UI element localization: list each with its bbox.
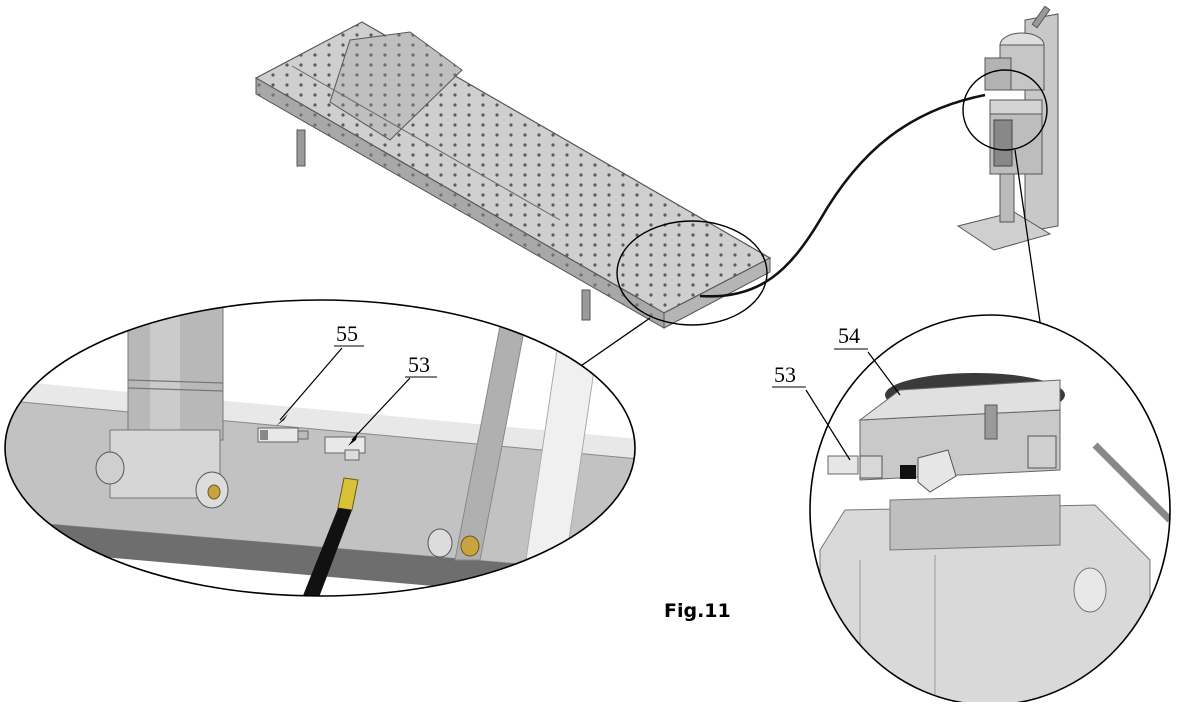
detail-view-right: 54 53 [772,314,1171,706]
callout-label-55: 55 [336,321,358,346]
leader-line-left [574,317,651,371]
callout-leader [867,351,901,396]
pump-handle [1031,5,1051,29]
hydraulic-hose [699,93,986,298]
elbow-fitting-54 [917,449,957,493]
pump-base [956,211,1052,251]
callout-leader [351,377,411,441]
table-leg [296,129,306,167]
callout-leader [805,389,851,461]
coupler-53-right [827,455,859,475]
callout-label-54: 54 [838,323,860,348]
callout-label-53-left: 53 [408,352,430,377]
detail-ellipse-left [4,299,636,597]
pump-unit [956,5,1059,251]
callout-label-53-right: 53 [774,362,796,387]
table-leg [581,289,591,321]
callout-leader [279,347,343,421]
detail-view-left: 55 53 [4,299,636,597]
table-end-side [663,257,771,329]
welding-table [254,21,772,329]
table-detail-ellipse [616,220,768,326]
table-holes [256,22,770,313]
figure-caption: Fig.11 [664,600,731,622]
pump-detail-ellipse [962,69,1048,151]
